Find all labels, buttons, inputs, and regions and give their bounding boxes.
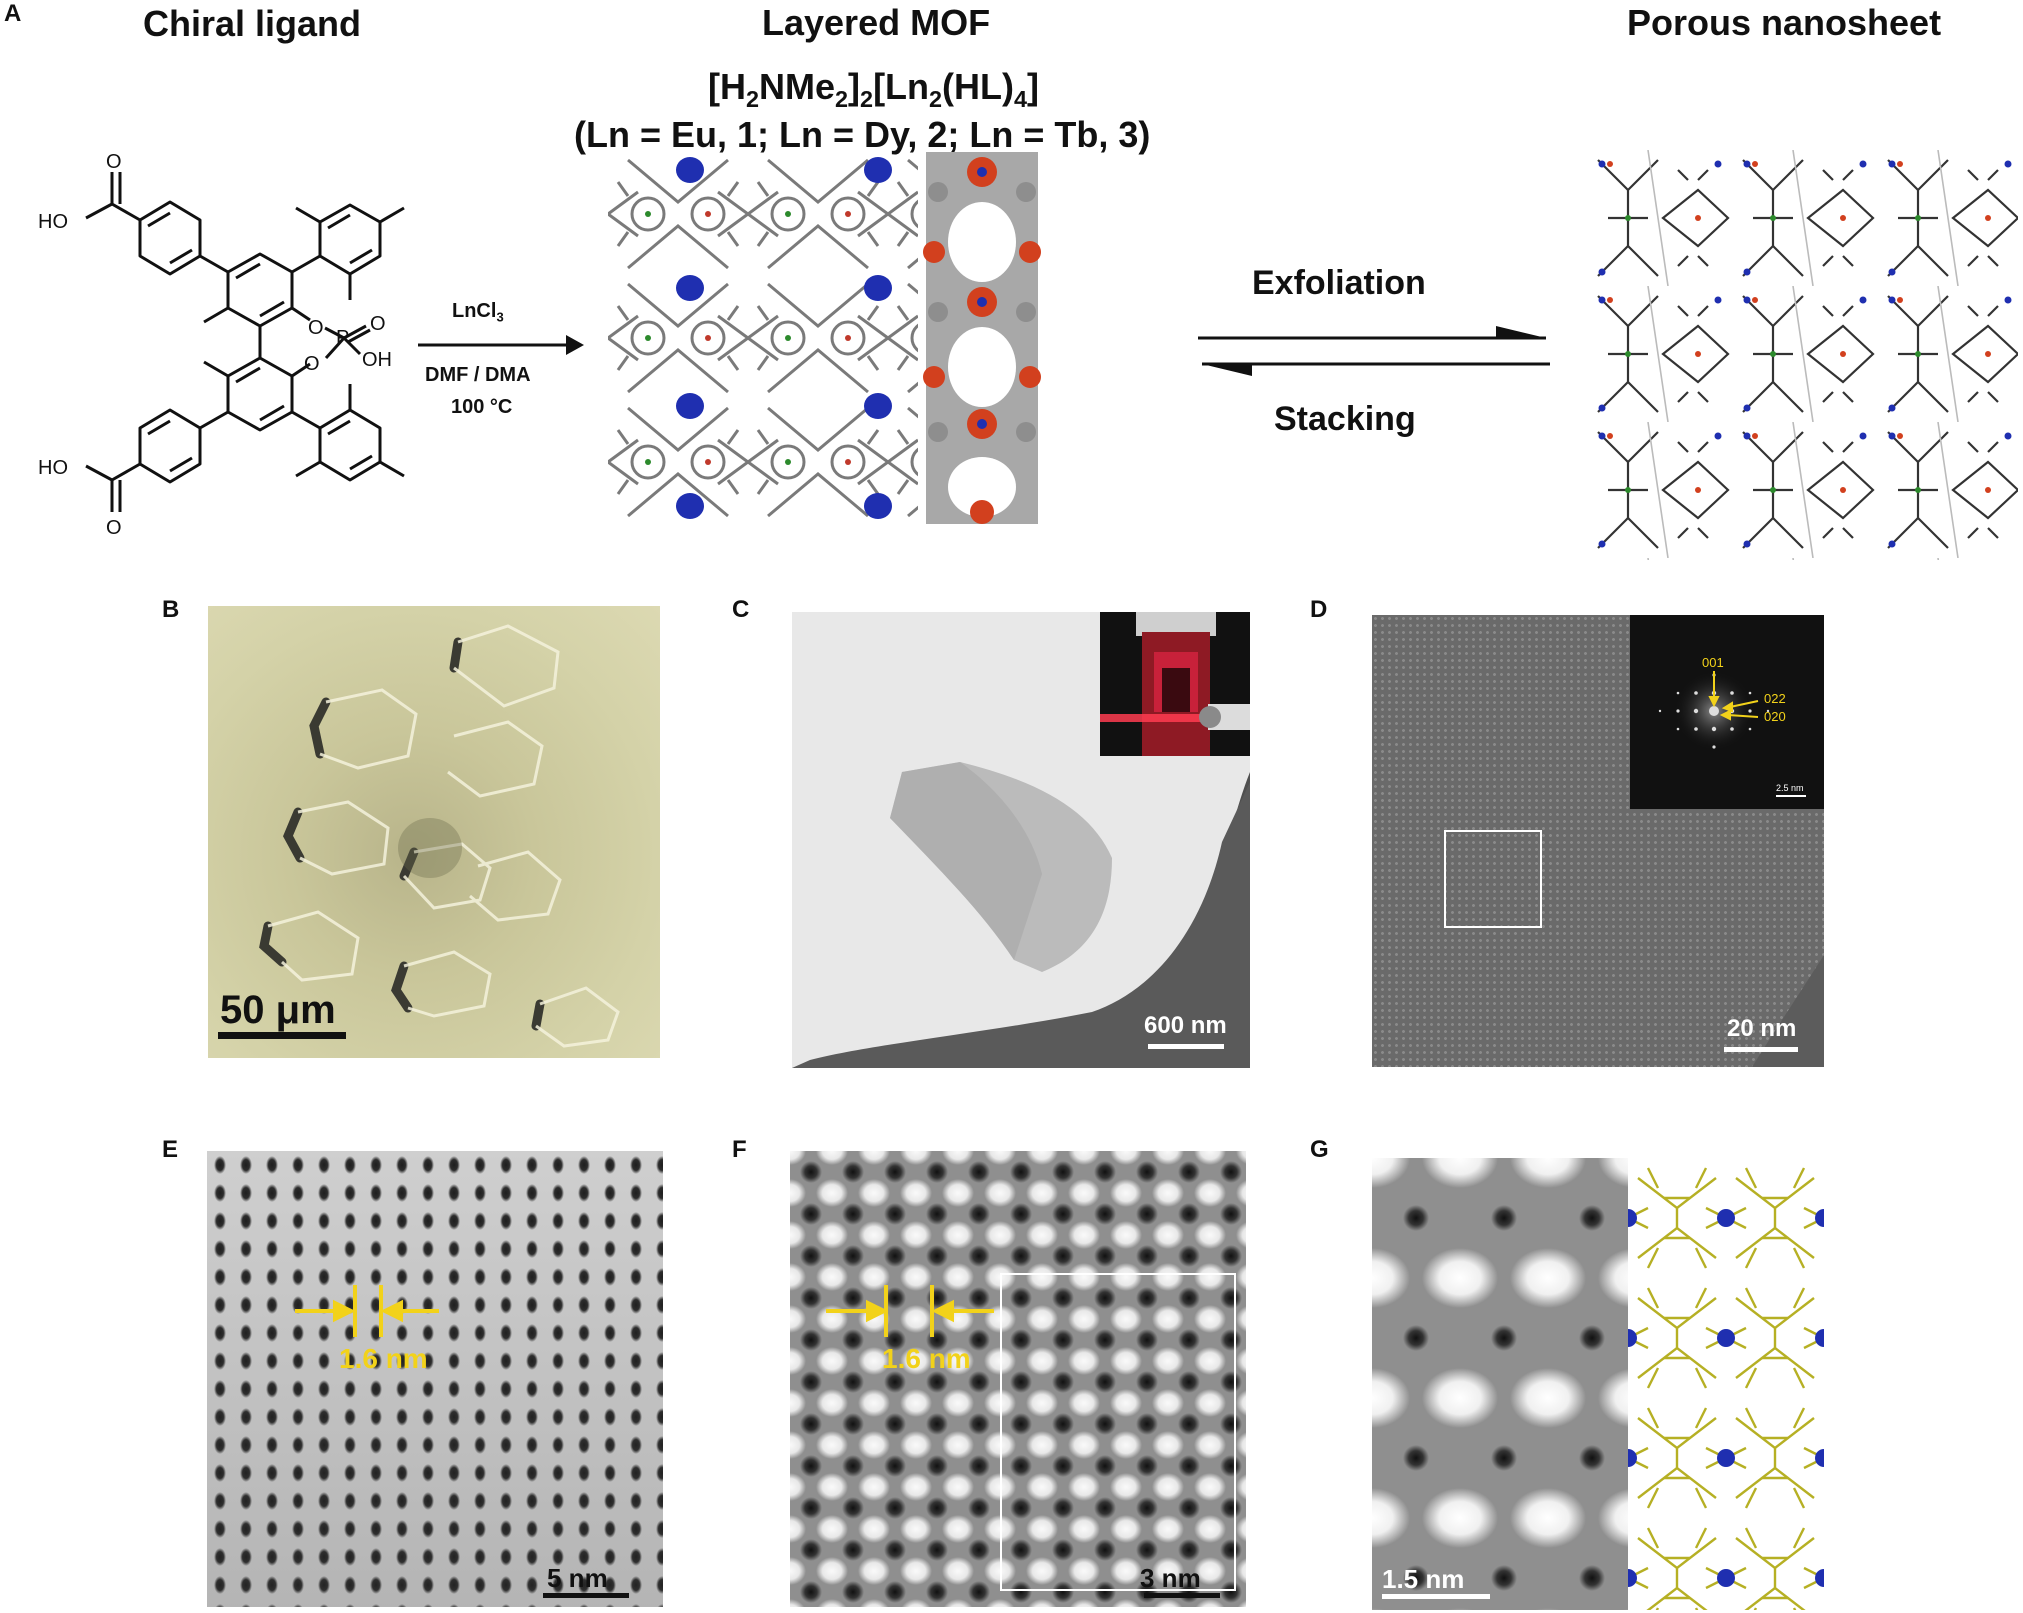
magnified-lattice-with-model: 1.5 nm (1372, 1158, 1824, 1610)
scale-bar-label: 1.5 nm (1382, 1564, 1465, 1594)
scale-bar (543, 1593, 629, 1598)
scale-bar-label: 3 nm (1140, 1563, 1201, 1593)
ligand-title: Chiral ligand (143, 3, 362, 44)
mof-formula-line2: (Ln = Eu, 1; Ln = Dy, 2; Ln = Tb, 3) (574, 114, 1151, 155)
selection-box (1444, 830, 1542, 928)
spacing-markers (295, 1285, 439, 1337)
atom-o-bridge-1: O (308, 317, 324, 339)
mof-title: Layered MOF (762, 2, 991, 43)
atom-o-bridge-2: O (304, 353, 320, 375)
filtered-lattice-image: 1.6 nm 3 nm (790, 1151, 1246, 1607)
ligand-structure: O HO O P O OH O HO O (38, 151, 405, 539)
hrtem-lattice-image: 1.6 nm 5 nm (207, 1151, 663, 1607)
scale-bar-label: 5 nm (547, 1563, 608, 1593)
region-box (1000, 1273, 1236, 1591)
reagent-label: LnCl3 (452, 300, 504, 325)
hrtem-image: 001 022 020 2.5 nm 20 nm (1372, 615, 1824, 1067)
atom-p: P (336, 327, 349, 349)
mof-formula-line1: [H2NMe2]2[Ln2(HL)4] (708, 66, 1040, 113)
atom-ho-bottom: HO (38, 457, 68, 479)
crystal-outlines (259, 624, 620, 1048)
scale-bar (1144, 1593, 1220, 1598)
fft-label-020: 020 (1764, 709, 1786, 724)
fft-label-022: 022 (1764, 691, 1786, 706)
nanosheet-title: Porous nanosheet (1627, 2, 1942, 43)
fft-inset: 001 022 020 2.5 nm (1630, 615, 1824, 809)
panel-a-letter: A (4, 0, 22, 27)
atom-oh-p: OH (362, 349, 392, 371)
scale-bar-label: 50 μm (220, 988, 336, 1032)
solvent-label: DMF / DMA (425, 364, 531, 386)
scale-bar-label: 20 nm (1727, 1015, 1797, 1042)
panel-e-letter: E (162, 1136, 179, 1163)
equilibrium-arrows (1198, 326, 1550, 376)
stacking-label: Stacking (1274, 400, 1416, 438)
optical-micrograph: 50 μm (208, 606, 660, 1058)
reaction-arrow (418, 335, 584, 355)
spacing-markers (826, 1285, 994, 1337)
atom-o-bottom: O (106, 517, 122, 539)
panel-d-letter: D (1310, 596, 1328, 623)
structure-model-overlay (1628, 1158, 1824, 1610)
tem-image-nanosheet: 600 nm (792, 612, 1250, 1068)
scale-bar (1148, 1044, 1224, 1049)
panel-f-letter: F (732, 1136, 747, 1163)
fft-label-001: 001 (1702, 655, 1724, 670)
panel-b-letter: B (162, 596, 180, 623)
spacing-label: 1.6 nm (339, 1343, 428, 1374)
scale-bar-label: 600 nm (1144, 1012, 1227, 1039)
layered-mof-structure (608, 152, 1048, 524)
scale-bar (1724, 1047, 1798, 1052)
spacing-label: 1.6 nm (882, 1343, 971, 1374)
scale-bar (1382, 1594, 1490, 1599)
atom-ho-top: HO (38, 211, 68, 233)
cuvette-inset (1100, 612, 1250, 756)
scale-bar (218, 1032, 346, 1039)
porous-nanosheet-structure (1588, 150, 2018, 560)
panel-c-letter: C (732, 596, 750, 623)
atom-o-top: O (106, 151, 122, 173)
fft-scale-label: 2.5 nm (1776, 783, 1804, 793)
temperature-label: 100 °C (451, 396, 513, 418)
exfoliation-label: Exfoliation (1252, 264, 1426, 302)
atom-o-double: O (370, 313, 386, 335)
panel-g-letter: G (1310, 1136, 1329, 1163)
